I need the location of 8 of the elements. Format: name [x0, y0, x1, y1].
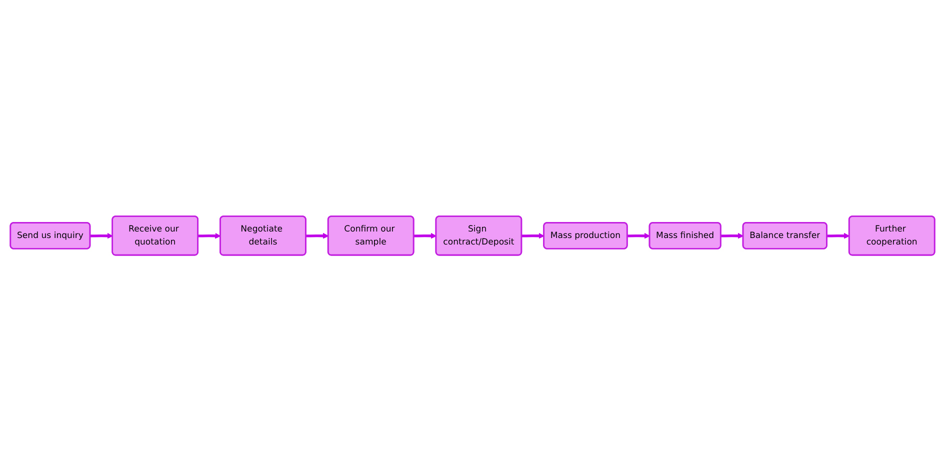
- arrow: [827, 233, 850, 240]
- arrow: [522, 233, 544, 240]
- arrow: [720, 233, 744, 240]
- arrow: [90, 233, 113, 240]
- arrow: [627, 233, 650, 240]
- arrow: [414, 233, 437, 240]
- arrow: [198, 233, 221, 240]
- arrow: [306, 233, 329, 240]
